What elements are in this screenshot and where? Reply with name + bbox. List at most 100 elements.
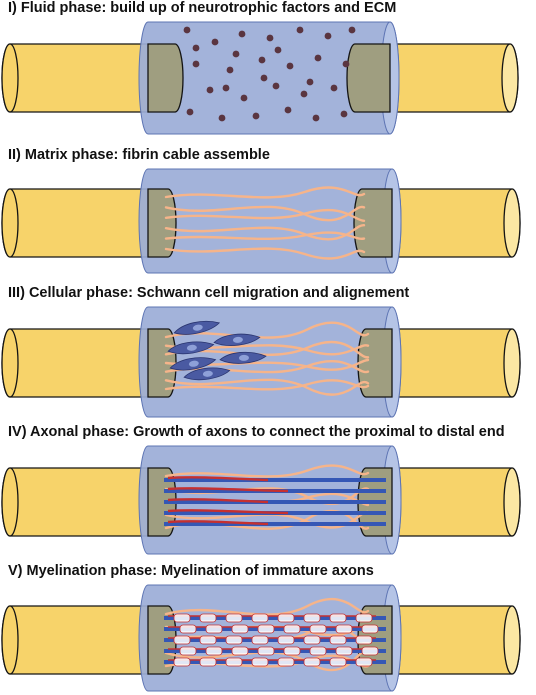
myelin-sheath <box>257 624 275 634</box>
panel-cellular-phase: III) Cellular phase: Schwann cell migrat… <box>0 285 536 423</box>
axon-growth-cone <box>167 476 269 482</box>
panel-title: V) Myelination phase: Myelination of imm… <box>8 563 374 579</box>
left-nerve-end <box>1 328 19 398</box>
myelin-sheath <box>257 646 275 656</box>
fibrin-cable <box>164 340 370 359</box>
right-nerve-end <box>503 328 521 398</box>
myelin-sheath <box>173 635 191 645</box>
right-stump-inside-conduit <box>346 43 391 113</box>
particle <box>306 78 314 86</box>
schwann-cell-nucleus <box>192 324 203 331</box>
axon-growth-cone <box>167 509 289 515</box>
panel-title: III) Cellular phase: Schwann cell migrat… <box>8 285 410 301</box>
particle <box>348 26 356 34</box>
right-stump-inside-conduit <box>353 188 393 258</box>
particle <box>232 50 240 58</box>
particle <box>314 54 322 62</box>
schwann-cell-nucleus <box>238 354 249 361</box>
right-nerve-end <box>503 188 521 258</box>
myelin-sheath <box>355 657 373 667</box>
particle <box>192 60 200 68</box>
conduit-tube <box>138 21 400 135</box>
axon-growth-cone <box>167 498 269 504</box>
myelin-sheath <box>251 613 269 623</box>
particle <box>330 84 338 92</box>
particle <box>252 112 260 120</box>
myelin-sheath <box>303 657 321 667</box>
schwann-cell-nucleus <box>232 336 243 343</box>
fibrin-cable <box>164 205 366 222</box>
schwann-cell <box>213 333 261 346</box>
particle <box>274 46 282 54</box>
schwann-cell <box>219 351 267 364</box>
particle <box>211 38 219 46</box>
left-nerve-stump <box>1 605 177 675</box>
particle <box>222 84 230 92</box>
myelin-sheath <box>303 613 321 623</box>
particle <box>312 114 320 122</box>
myelin-sheath <box>283 646 301 656</box>
myelin-sheath <box>329 635 347 645</box>
left-stump-inside-conduit <box>147 467 177 537</box>
myelin-sheath <box>277 635 295 645</box>
left-nerve-end <box>1 605 19 675</box>
schwann-cell <box>167 341 215 355</box>
axon-growth-cone <box>167 487 289 493</box>
fibrin-cable <box>164 464 370 478</box>
nerve-conduit-scene <box>1 445 521 555</box>
panel-myelination-phase: V) Myelination phase: Myelination of imm… <box>0 563 536 695</box>
left-nerve-end <box>1 188 19 258</box>
nerve-conduit-scene <box>1 21 519 135</box>
fibrin-cable <box>164 186 366 199</box>
panel-title: I) Fluid phase: build up of neurotrophic… <box>8 0 397 16</box>
particle <box>260 74 268 82</box>
particle <box>300 90 308 98</box>
particle <box>340 110 348 118</box>
myelin-sheath <box>199 657 217 667</box>
left-nerve-end <box>1 43 19 113</box>
nerve-conduit-scene <box>1 584 521 692</box>
particle <box>272 82 280 90</box>
myelinated-axons <box>164 613 386 667</box>
myelin-sheath <box>225 635 243 645</box>
myelin-sheath <box>309 646 327 656</box>
nerve-conduit-scene <box>1 168 521 274</box>
left-nerve-end <box>1 467 19 537</box>
myelin-sheath <box>283 624 301 634</box>
myelin-sheath <box>179 646 197 656</box>
panel-fluid-phase: I) Fluid phase: build up of neurotrophic… <box>0 0 536 138</box>
particle <box>266 34 274 42</box>
schwann-cell <box>173 320 221 335</box>
particle <box>192 44 200 52</box>
myelin-sheath <box>199 613 217 623</box>
particle <box>258 56 266 64</box>
fibrin-cable <box>164 598 370 616</box>
myelin-sheath <box>329 657 347 667</box>
myelin-sheath <box>309 624 327 634</box>
fibrin-cables <box>164 186 366 260</box>
particle <box>296 26 304 34</box>
schwann-cell-nucleus <box>202 370 213 377</box>
particle <box>186 108 194 116</box>
myelin-sheath <box>335 646 353 656</box>
panel-matrix-phase: II) Matrix phase: fibrin cable assemble <box>0 147 536 277</box>
myelin-sheath <box>205 624 223 634</box>
myelin-sheath <box>231 646 249 656</box>
panel-axonal-phase: IV) Axonal phase: Growth of axons to con… <box>0 424 536 559</box>
right-nerve-end <box>503 467 521 537</box>
myelin-sheath <box>277 657 295 667</box>
myelin-sheath <box>199 635 217 645</box>
particle <box>206 86 214 94</box>
myelin-sheath <box>303 635 321 645</box>
myelin-sheath <box>335 624 353 634</box>
myelin-sheath <box>231 624 249 634</box>
fibrin-cable <box>164 231 366 241</box>
myelin-sheath <box>251 635 269 645</box>
myelin-sheath <box>179 624 197 634</box>
myelin-sheath <box>205 646 223 656</box>
neurotrophic-particles <box>183 26 356 122</box>
myelin-sheath <box>361 646 379 656</box>
myelin-sheath <box>355 613 373 623</box>
fibrin-cable <box>164 224 366 241</box>
particle <box>342 60 350 68</box>
